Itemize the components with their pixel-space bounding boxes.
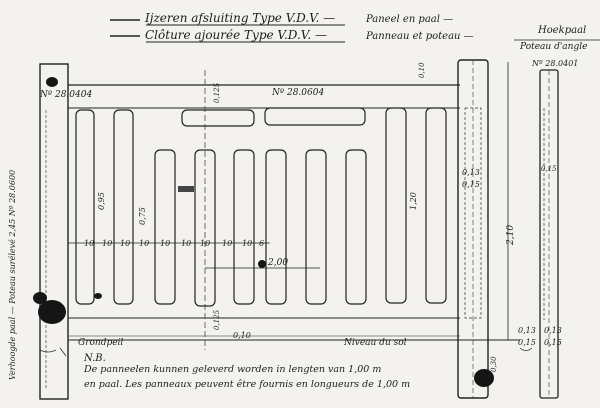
title-nl: Ijzeren afsluiting Type V.D.V. — [144,11,335,25]
ground-hatch [39,347,533,357]
ground-labels: Grondpeil Niveau du sol [39,338,533,357]
bottom-010-label: 0,10 [233,331,251,340]
left-post: Nº 28.0404 Verhoogde paal — Poteau surél… [8,63,92,400]
note-line-2: en paal. Les panneaux peuvent être fourn… [84,379,410,390]
spacing-label: 10 [200,239,210,248]
height-120: 1,20 [409,192,418,210]
picket [305,149,327,305]
ink-stain [474,369,494,387]
note-label: N.B. [83,353,106,364]
height-075: 0,75 [138,207,147,225]
picket-tall [385,107,407,304]
panel-width-label: 2,00 [267,258,288,268]
spacing-label: 10 [102,239,112,248]
ground-label-fr: Niveau du sol [343,338,407,348]
picket [233,149,255,305]
height-095: 0,95 [97,192,106,210]
ink-stain [46,77,58,87]
top-010: 0,10 [418,62,426,78]
post-013: 0,13 [462,168,480,177]
title-right-fr: Poteau d'angle [519,42,587,52]
picket [345,149,367,305]
title-fr: Clôture ajourée Type V.D.V. — [145,28,327,42]
ink-stain [33,292,47,304]
left-side-note: Verhoogde paal — Poteau surélevé 2,45 Nº… [8,170,17,380]
spacing-label: 10 [84,239,94,248]
spacing-label: 6 [259,239,264,248]
title-nl-suffix: Paneel en paal — [365,14,453,25]
ink-stain [38,300,66,324]
corner-015: 0,15 [541,165,557,173]
top-0125: 0,125 [213,82,221,103]
height-210: 2,10 [506,225,516,246]
dimensions: 10 10 10 10 10 10 10 10 10 6 0,95 0,75 1… [68,62,460,340]
corner-post-ref: Nº 28.0401 [531,59,578,68]
left-post-body [39,63,69,400]
bottom-015: 0,15 [518,338,536,347]
spacing-label: 10 [181,239,191,248]
panel-ref: Nº 28.0604 [271,88,324,98]
notes: N.B. De panneelen kunnen geleverd worden… [83,353,410,390]
bottom-013: 0,13 [518,326,536,335]
bottom-0125: 0,125 [213,309,221,330]
clamp [178,186,194,192]
corner-015b: 0,15 [544,338,562,347]
spacing-label: 10 [120,239,130,248]
picket [154,149,176,305]
title-fr-suffix: Panneau et poteau — [365,31,474,42]
spacing-label: 10 [242,239,252,248]
spacing-label: 10 [222,239,232,248]
right-post: 0,13 0,15 0,13 0,15 0,30 2,10 [457,59,536,399]
upper-bar-left [181,109,255,127]
picket [265,149,287,305]
spacing-label: 10 [160,239,170,248]
corner-post: Nº 28.0401 0,15 0,13 0,15 [531,59,578,399]
post-015: 0,15 [462,180,480,189]
left-post-ref: Nº 28.0404 [39,90,92,100]
ground-030: 0,30 [490,356,498,372]
title-right-nl: Hoekpaal [537,25,586,36]
picket-tall [425,107,447,304]
ink-stain [94,293,102,299]
note-line-1: De panneelen kunnen geleverd worden in l… [83,364,381,375]
ink-stains [33,77,494,387]
picket-tall [75,109,95,305]
corner-013: 0,13 [544,326,562,335]
ink-stain [258,260,266,268]
upper-bar-right [264,107,366,126]
spacing-label: 10 [139,239,149,248]
picket-tall [113,109,134,305]
title-block: Ijzeren afsluiting Type V.D.V. — Paneel … [110,11,600,52]
panel: Nº 28.0604 [68,70,520,350]
ground-label-nl: Grondpeil [78,338,123,348]
